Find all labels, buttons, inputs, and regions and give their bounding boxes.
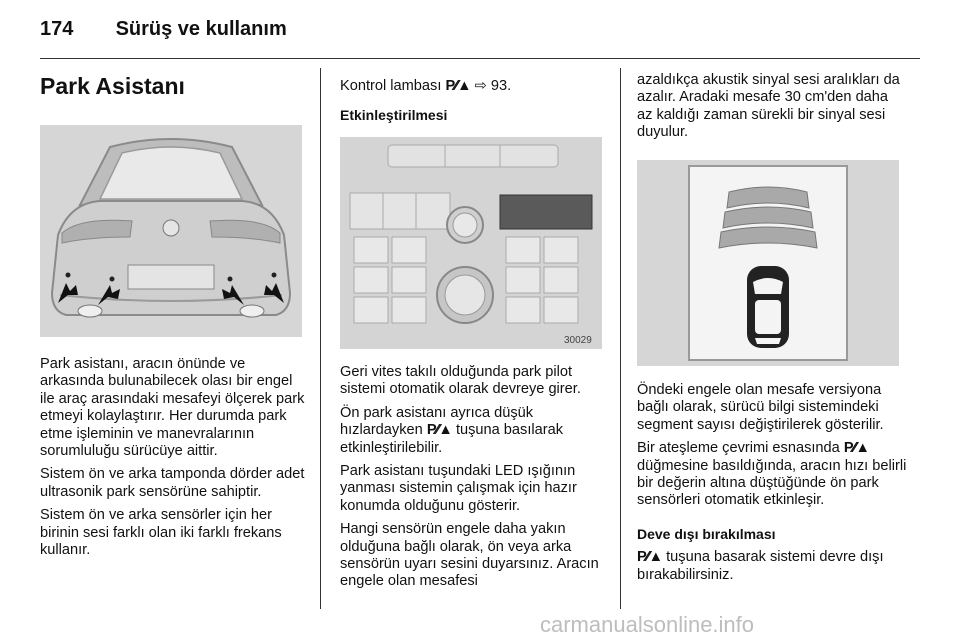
paragraph: Bir ateşleme çevrimi esnasında P⁄⁄▲ düğm…: [637, 440, 907, 509]
paragraph: Ön park asistanı ayrıca düşük hızlardayk…: [340, 404, 564, 456]
control-lamp-line: Kontrol lambası P⁄⁄▲ ⇨ 93.: [340, 78, 608, 95]
column-3-text: Öndeki engele olan mesafe versiyona bağl…: [637, 382, 907, 590]
park-assist-icon: P⁄⁄▲: [445, 78, 471, 94]
park-assist-icon: P⁄⁄▲: [637, 549, 663, 566]
watermark: carmanualsonline.info: [540, 612, 755, 637]
column-2-text: Geri vites takılı olduğunda park pilot s…: [340, 364, 608, 597]
reference-page: 93.: [490, 78, 512, 94]
paragraph: azaldıkça akustik sinyal sesi aralıkları…: [637, 72, 900, 141]
section-title: Sürüş ve kullanım: [115, 18, 287, 40]
activation-heading: Etkinleştirilmesi: [340, 107, 448, 124]
header-rule: [40, 58, 920, 59]
paragraph: Park asistanı tuşundaki LED ışığının yan…: [340, 463, 577, 514]
paragraph: Hangi sensörün engele daha yakın olduğun…: [340, 521, 599, 590]
control-lamp-label: Kontrol lambası: [340, 78, 442, 94]
paragraph: P⁄⁄▲ tuşuna basarak sistemi devre dışı b…: [637, 549, 884, 583]
car-rear-sensors-figure: [40, 125, 302, 337]
deactivation-heading: Deve dışı bırakılması: [637, 525, 776, 542]
column-divider: [620, 68, 621, 609]
paragraph: Sistem ön ve arka tamponda dörder adet u…: [40, 466, 305, 500]
page-title: Park Asistanı: [40, 73, 185, 99]
control-panel-figure: 30029: [340, 137, 602, 349]
page-number: 174: [40, 18, 74, 40]
column-divider: [320, 68, 321, 609]
paragraph: Sistem ön ve arka sensörler için her bir…: [40, 507, 282, 559]
paragraph: Park asistanı, aracın önünde ve arkasınd…: [40, 356, 305, 460]
column-3: azaldıkça akustik sinyal sesi aralıkları…: [637, 72, 907, 148]
reference-arrow-icon: ⇨: [474, 78, 487, 94]
driver-info-display-figure: [637, 160, 899, 366]
park-assist-icon: P⁄⁄▲: [426, 422, 453, 439]
column-1-text: Park asistanı, aracın önünde ve arkasınd…: [40, 356, 308, 565]
column-2: Kontrol lambası P⁄⁄▲ ⇨ 93. Etkinleştiril…: [340, 72, 608, 131]
paragraph: Öndeki engele olan mesafe versiyona bağl…: [637, 382, 884, 433]
page-header: 174 Sürüş ve kullanım: [40, 18, 287, 41]
paragraph: Geri vites takılı olduğunda park pilot s…: [340, 364, 581, 398]
column-1: Park Asistanı: [40, 72, 308, 99]
figure-number: 30029: [564, 335, 592, 346]
park-assist-icon: P⁄⁄▲: [843, 440, 870, 457]
